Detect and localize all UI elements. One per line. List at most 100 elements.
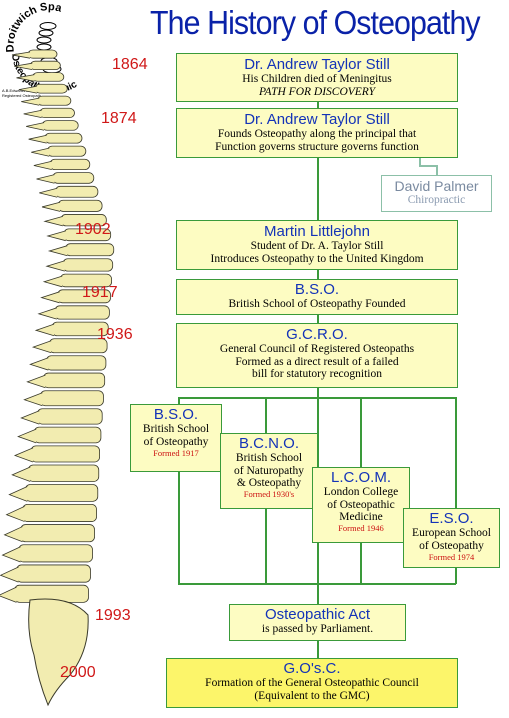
school-bcno-box: B.C.N.O. British School of Naturopathy &…: [220, 433, 318, 509]
vertebra-process: [5, 505, 25, 522]
school-lcom-line2: of Osteopathic: [327, 498, 395, 511]
vertebra: [33, 426, 102, 444]
vertebra: [30, 445, 100, 463]
school-lcom-formed: Formed 1946: [338, 523, 384, 534]
event-2000-heading: G.O's.C.: [283, 660, 341, 677]
connector-frame-bottom: [178, 583, 456, 585]
vertebra: [64, 243, 115, 257]
vertebra: [41, 120, 79, 131]
vertebra-process: [42, 275, 63, 288]
spine-illustration: [0, 40, 120, 713]
vertebra-process: [26, 122, 45, 131]
school-bso-heading: B.S.O.: [153, 406, 199, 423]
vertebra: [27, 49, 58, 59]
vertebra-process: [46, 230, 66, 242]
year-1902: 1902: [75, 221, 111, 238]
year-1874: 1874: [101, 110, 137, 127]
school-bso-line2: of Osteopathy: [143, 435, 209, 448]
year-2000: 2000: [60, 664, 96, 681]
event-1993-line1: is passed by Parliament.: [261, 623, 374, 636]
vertebra-process: [39, 187, 58, 198]
school-bso-formed: Formed 1917: [153, 448, 199, 458]
vertebra-process: [16, 74, 35, 82]
vertebra-process: [29, 357, 49, 371]
event-1864-line2: PATH FOR DISCOVERY: [258, 85, 376, 98]
vertebra-process: [0, 566, 19, 583]
event-1917-line1: British School of Osteopathy Founded: [228, 298, 406, 311]
event-1864-line1: His Children died of Meningitus: [242, 73, 392, 86]
vertebra: [42, 372, 106, 389]
event-1936-line3: bill for statutory recognition: [252, 368, 382, 380]
event-1917-box: B.S.O. British School of Osteopathy Foun…: [176, 279, 458, 315]
vertebra: [27, 464, 100, 482]
event-2000-box: G.O's.C. Formation of the General Osteop…: [166, 658, 458, 708]
vertebra: [62, 258, 114, 272]
school-lcom-line3: Medicine: [339, 511, 383, 523]
school-bcno-formed: Formed 1930's: [243, 489, 295, 500]
vertebra: [39, 390, 104, 407]
vertebra-process: [11, 51, 31, 59]
vertebra: [52, 172, 95, 184]
vertebra-process: [23, 392, 43, 407]
vertebra: [34, 83, 68, 94]
vertebra-process: [36, 174, 55, 184]
school-eso-box: E.S.O. European School of Osteopathy For…: [403, 508, 500, 568]
vertebra-process: [31, 340, 52, 354]
vertebra-process: [40, 291, 60, 304]
vertebra: [45, 355, 107, 371]
vertebra: [49, 158, 91, 171]
connector-main-1: [317, 101, 319, 110]
vertebra: [57, 199, 103, 212]
school-eso-line2: of Osteopathy: [419, 539, 484, 552]
event-1902-line1: Student of Dr. A. Taylor Still: [250, 240, 384, 253]
event-1936-line2: Formed as a direct result of a failed: [235, 355, 399, 368]
event-1993-box: Osteopathic Act is passed by Parliament.: [229, 604, 406, 641]
vertebra-process: [0, 586, 17, 603]
vertebra: [24, 484, 99, 502]
school-bso-box: B.S.O. British School of Osteopathy Form…: [130, 404, 222, 472]
vertebra-process: [33, 160, 52, 171]
vertebra-process: [17, 428, 37, 444]
vertebra: [20, 524, 95, 543]
vertebra-process: [1, 546, 21, 563]
vertebra: [32, 72, 65, 82]
vertebra-process: [37, 307, 57, 320]
vertebra-process: [18, 85, 37, 94]
vertebra-process: [14, 62, 33, 71]
vertebra-process: [13, 447, 34, 463]
spine-graphic: [0, 49, 115, 707]
vertebra-process: [43, 216, 63, 227]
school-bcno-line2: of Naturopathy: [234, 464, 304, 477]
school-bcno-line3: & Osteopathy: [236, 477, 302, 489]
event-1936-heading: G.C.R.O.: [286, 326, 348, 343]
connector-palmer-d: [436, 165, 438, 176]
vertebra-process: [11, 466, 31, 482]
school-bcno-heading: B.C.N.O.: [238, 435, 299, 452]
connector-palmer-h: [419, 157, 421, 166]
event-1874-box: Dr. Andrew Taylor Still Founds Osteopath…: [176, 108, 458, 158]
year-1993: 1993: [95, 607, 131, 624]
page-title: The History of Osteopathy: [150, 4, 481, 41]
vertebra: [44, 132, 83, 144]
event-1874-line2: Function governs structure governs funct…: [215, 140, 419, 153]
vertebra: [29, 60, 61, 71]
event-1902-box: Martin Littlejohn Student of Dr. A. Tayl…: [176, 220, 458, 270]
event-1902-line2: Introduces Osteopathy to the United King…: [210, 252, 424, 265]
vertebra-process: [47, 245, 68, 257]
school-eso-line1: European School: [412, 527, 491, 540]
event-1902-heading: Martin Littlejohn: [264, 223, 370, 240]
connector-palmer-v: [419, 165, 437, 167]
event-1874-line1: Founds Osteopathy along the principal th…: [217, 128, 417, 141]
vertebra: [16, 564, 91, 583]
vertebra-process: [31, 147, 50, 157]
event-1864-heading: Dr. Andrew Taylor Still: [244, 56, 390, 73]
school-lcom-line1: London College: [323, 486, 399, 499]
vertebra: [22, 503, 97, 522]
sacrum: [28, 598, 89, 707]
event-2000-line2: (Equivalent to the GMC): [254, 689, 370, 702]
connector-main-4: [317, 314, 319, 323]
connector-main-6: [317, 640, 319, 658]
vertebra-process: [45, 260, 65, 272]
event-1993-heading: Osteopathic Act: [264, 606, 371, 623]
vertebra: [39, 107, 75, 119]
